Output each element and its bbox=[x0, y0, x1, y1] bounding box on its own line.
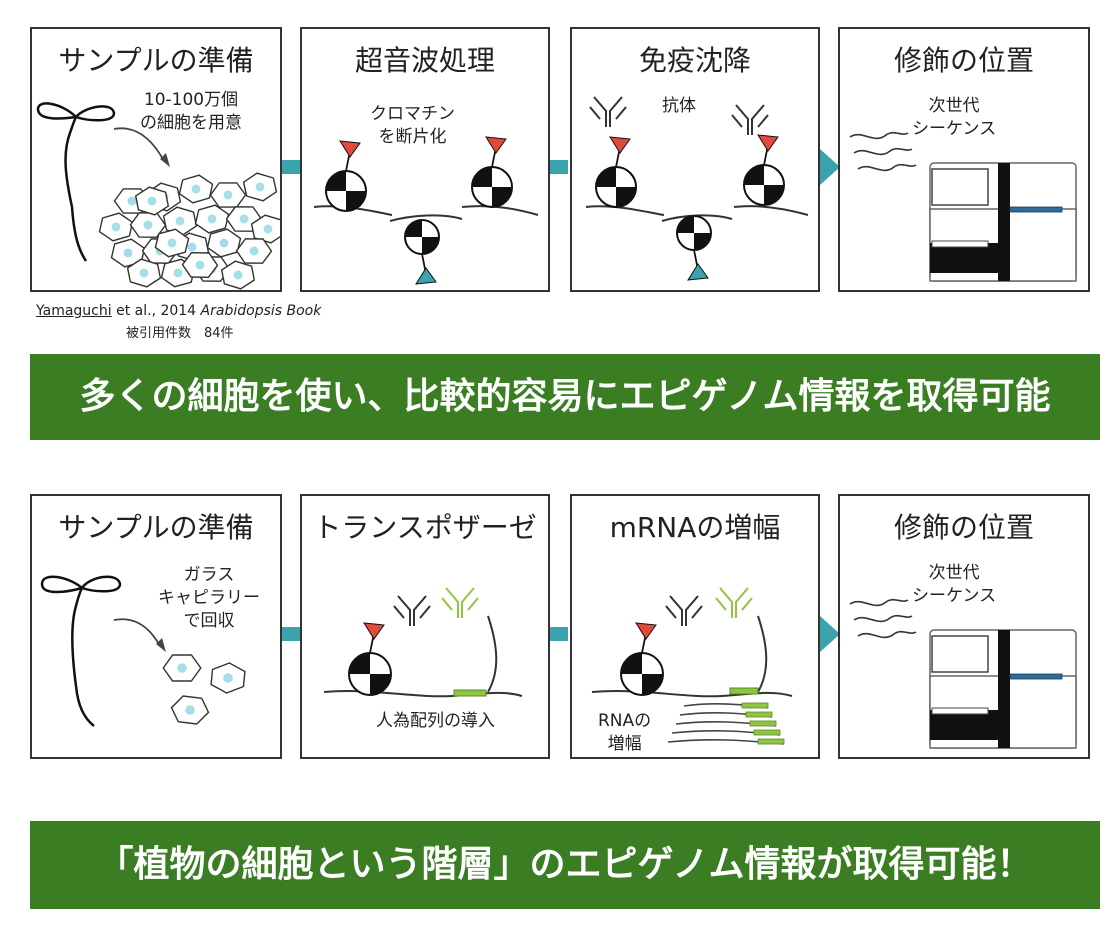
sequencer-illustration bbox=[849, 131, 1077, 282]
seedling-icon bbox=[36, 102, 116, 262]
antibody-icon bbox=[665, 595, 703, 626]
nucleosome-icon bbox=[595, 136, 637, 208]
panel-title: 修飾の位置 bbox=[893, 44, 1034, 77]
panel-sample-prep-1: サンプルの準備 10-100万個 の細胞を用意 bbox=[30, 27, 282, 292]
antibody-icon bbox=[731, 104, 769, 135]
antibody-icon bbox=[441, 587, 479, 618]
fragment-label: クロマチン を断片化 bbox=[370, 104, 455, 147]
cell-icon bbox=[242, 172, 278, 202]
connector-1b bbox=[550, 160, 568, 174]
capillary-label: ガラス キャピラリー で回収 bbox=[158, 565, 260, 631]
panel-modification-position-1: 修飾の位置 次世代 シーケンス bbox=[838, 27, 1090, 292]
curved-arrow bbox=[113, 618, 161, 647]
cell-count-label: 10-100万個 の細胞を用意 bbox=[140, 90, 242, 133]
cell-icon bbox=[110, 238, 146, 268]
sequencer-icon bbox=[849, 598, 1077, 749]
citation-journal: Arabidopsis Book bbox=[200, 303, 322, 319]
cell-icon bbox=[98, 212, 134, 242]
nucleosome-icon bbox=[404, 219, 440, 285]
antibody-icon bbox=[715, 587, 753, 618]
panel-title: 免疫沈降 bbox=[638, 44, 751, 77]
chromatin-fragments-illustration bbox=[313, 136, 539, 285]
cell-icon bbox=[126, 258, 162, 288]
panel-title: トランスポザーゼ bbox=[313, 511, 537, 544]
nucleosome-icon bbox=[325, 140, 367, 212]
cell-icon bbox=[206, 228, 242, 258]
cell-icon bbox=[162, 654, 202, 682]
citation-count: 被引用件数 84件 bbox=[126, 326, 234, 341]
curved-arrow bbox=[113, 127, 165, 162]
panel-immunoprecipitation: 免疫沈降 抗体 bbox=[570, 27, 820, 292]
seedling-icon bbox=[40, 575, 122, 727]
panel-transposase: トランスポザーゼ 人為配列の導入 bbox=[300, 494, 550, 759]
summary-banner-1: 多くの細胞を使い、比較的容易にエピゲノム情報を取得可能 bbox=[30, 354, 1100, 440]
connector-2b bbox=[550, 627, 568, 641]
insertion-label: 人為配列の導入 bbox=[376, 711, 495, 731]
citation-author: Yamaguchi bbox=[36, 303, 112, 319]
nucleosome-icon bbox=[743, 134, 785, 206]
cell-icon bbox=[194, 204, 230, 234]
cell-icon bbox=[250, 214, 280, 244]
cell-icon bbox=[170, 695, 210, 725]
cell-icon bbox=[235, 238, 273, 264]
seedling-and-few-cells-illustration bbox=[40, 575, 246, 727]
arrow-right-icon bbox=[820, 616, 840, 652]
connector-1a bbox=[282, 160, 300, 174]
antibody-icon bbox=[393, 595, 431, 626]
cell-icon bbox=[210, 662, 246, 694]
antibody-label: 抗体 bbox=[662, 96, 696, 116]
sequencer-label: 次世代 シーケンス bbox=[912, 563, 997, 606]
cell-icon bbox=[220, 260, 256, 290]
connector-2a bbox=[282, 627, 300, 641]
panel-modification-position-2: 修飾の位置 次世代 シーケンス bbox=[838, 494, 1090, 759]
cell-cluster bbox=[98, 172, 280, 290]
rna-amplification-label: RNAの 増幅 bbox=[598, 711, 652, 754]
sequencer-label: 次世代 シーケンス bbox=[912, 96, 997, 139]
summary-banner-2: 「植物の細胞という階層」のエピゲノム情報が取得可能！ bbox=[30, 821, 1100, 909]
rna-amplification-illustration bbox=[591, 587, 793, 745]
panel-mrna-amplification: mRNAの増幅 RNAの 増幅 bbox=[570, 494, 820, 759]
panel-title: サンプルの準備 bbox=[58, 511, 254, 544]
nucleosome-icon bbox=[348, 622, 392, 696]
panel-sonication: 超音波処理 クロマチン を断片化 bbox=[300, 27, 550, 292]
wave-lines bbox=[849, 598, 917, 639]
panel-title: 超音波処理 bbox=[354, 44, 495, 77]
wave-lines bbox=[849, 131, 917, 172]
antibody-icon bbox=[589, 96, 627, 127]
nucleosome-icon bbox=[620, 622, 664, 696]
citation: Yamaguchi et al., 2014 Arabidopsis Book bbox=[36, 303, 321, 319]
nucleosome-icon bbox=[676, 215, 712, 281]
cell-icon bbox=[178, 174, 214, 204]
sequencer-illustration bbox=[849, 598, 1077, 749]
cell-icon bbox=[181, 251, 219, 279]
panel-title: 修飾の位置 bbox=[893, 511, 1034, 544]
citation-rest: et al., 2014 bbox=[111, 303, 201, 319]
cell-icon bbox=[154, 228, 190, 258]
transposase-illustration bbox=[323, 587, 523, 698]
seedling-and-cells-illustration bbox=[36, 102, 280, 290]
immunoprecipitation-illustration bbox=[585, 96, 809, 281]
cell-icon bbox=[209, 182, 247, 208]
arrow-right-icon bbox=[820, 149, 840, 185]
panel-title: mRNAの増幅 bbox=[609, 511, 781, 544]
panel-sample-prep-2: サンプルの準備 ガラス キャピラリー で回収 bbox=[30, 494, 282, 759]
cell-group bbox=[162, 654, 246, 725]
nucleosome-icon bbox=[471, 136, 513, 208]
cell-icon bbox=[134, 186, 170, 216]
sequencer-icon bbox=[849, 131, 1077, 282]
panel-title: サンプルの準備 bbox=[58, 44, 254, 77]
